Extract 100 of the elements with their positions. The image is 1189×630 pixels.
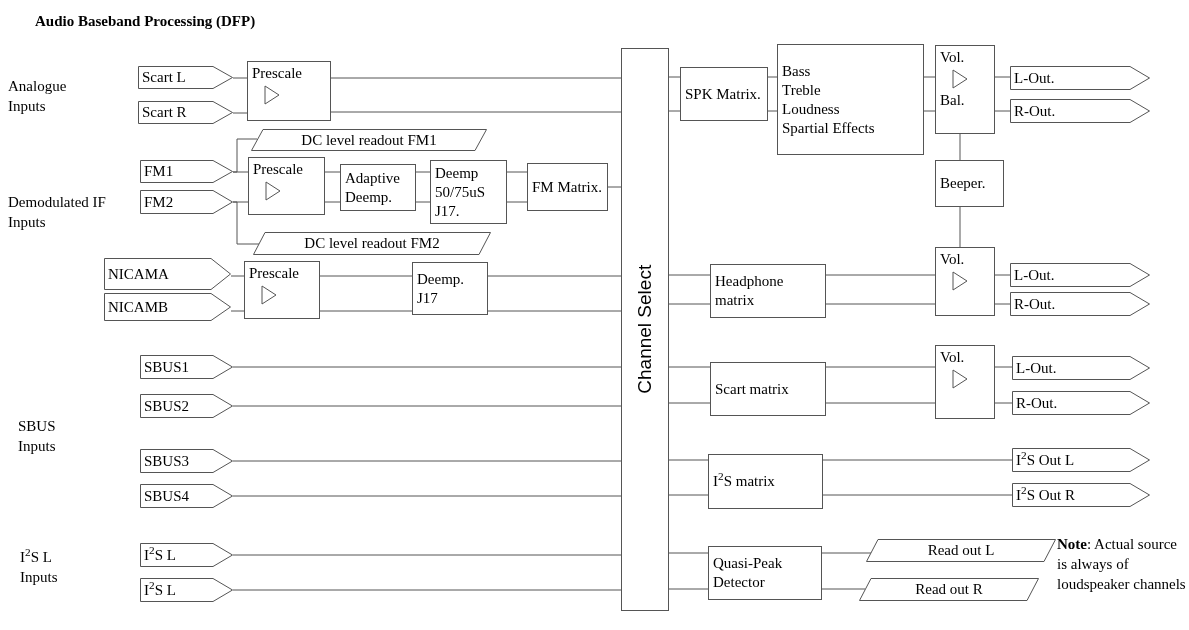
- signal-line: [607, 186, 622, 188]
- group-label: Demodulated IF Inputs: [8, 193, 107, 232]
- output-terminal: [1012, 483, 1150, 507]
- signal-line: [822, 459, 1013, 461]
- box-label: Vol.: [940, 348, 965, 367]
- box-label: Deemp. J17: [417, 269, 466, 308]
- input-terminal: [140, 190, 233, 214]
- input-terminal: [140, 578, 233, 602]
- diagram-title: Audio Baseband Processing (DFP): [35, 12, 256, 31]
- input-terminal: [140, 543, 233, 567]
- signal-line: [232, 138, 258, 173]
- process-box: [244, 261, 320, 319]
- output-terminal: [1010, 292, 1150, 316]
- readout-parallelogram: [866, 539, 1056, 562]
- terminal-label: SBUS3: [144, 451, 190, 471]
- terminal-label: L-Out.: [1014, 68, 1055, 88]
- terminal-label: L-Out.: [1014, 265, 1055, 285]
- group-label: SBUS Inputs: [18, 417, 57, 456]
- terminal-label: SBUS1: [144, 357, 190, 377]
- signal-line: [230, 310, 245, 312]
- box-label: Vol.: [940, 250, 965, 269]
- output-terminal: [1010, 66, 1150, 90]
- signal-line: [324, 201, 341, 203]
- group-label: Analogue Inputs: [8, 77, 68, 116]
- signal-line: [415, 171, 431, 173]
- signal-line: [821, 588, 866, 590]
- signal-line: [319, 310, 413, 312]
- process-box: [708, 454, 823, 509]
- signal-line: [668, 588, 709, 590]
- signal-line: [232, 405, 622, 407]
- signal-line: [994, 76, 1011, 78]
- process-box: [935, 45, 995, 134]
- signal-line: [232, 77, 248, 79]
- box-label: Vol.: [940, 48, 965, 67]
- process-box: [710, 362, 826, 416]
- process-box: [340, 164, 416, 211]
- signal-line: [324, 171, 341, 173]
- box-label: Headphone matrix: [715, 272, 785, 310]
- signal-line: [415, 201, 431, 203]
- process-box: [680, 67, 768, 121]
- signal-line: [230, 275, 245, 277]
- process-box: [430, 160, 507, 224]
- box-label: Quasi-Peak Detector: [713, 554, 784, 592]
- process-box: [527, 163, 608, 211]
- group-label: Note: Actual source is always of loudspeaker channels: [1057, 535, 1187, 594]
- signal-line: [767, 76, 778, 78]
- signal-line: [668, 76, 681, 78]
- box-label: Spartial Effects: [782, 118, 876, 138]
- terminal-label: I$^{2}$S L: [144, 543, 176, 565]
- box-label: Prescale: [253, 160, 303, 179]
- input-terminal: [138, 101, 233, 124]
- box-label: FM Matrix.: [532, 177, 603, 197]
- output-terminal: [1010, 263, 1150, 287]
- box-label: Prescale: [252, 64, 302, 83]
- terminal-label: Scart L: [142, 68, 186, 88]
- box-label: Deemp 50/75uS J17.: [435, 163, 486, 221]
- box-label: I$^{2}$S matrix: [713, 472, 776, 491]
- process-box: [935, 247, 995, 316]
- signal-line: [994, 366, 1013, 368]
- terminal-label: SBUS4: [144, 486, 190, 506]
- terminal-label: R-Out.: [1014, 101, 1056, 121]
- signal-line: [232, 201, 260, 245]
- output-terminal: [1012, 448, 1150, 472]
- signal-line: [232, 460, 622, 462]
- signal-line: [668, 552, 709, 554]
- signal-line: [668, 366, 711, 368]
- input-terminal: [138, 66, 233, 89]
- terminal-label: I$^{2}$S Out L: [1016, 448, 1075, 470]
- process-box: [708, 546, 822, 600]
- box-label: Prescale: [249, 264, 299, 283]
- input-terminal: [140, 449, 233, 473]
- signal-line: [330, 111, 622, 113]
- terminal-label: Scart R: [142, 103, 187, 123]
- process-box: [777, 44, 924, 155]
- signal-line: [767, 110, 778, 112]
- signal-line: [825, 274, 936, 276]
- terminal-label: SBUS2: [144, 396, 190, 416]
- terminal-label: FM2: [144, 192, 174, 212]
- signal-line: [994, 110, 1011, 112]
- signal-line: [232, 366, 622, 368]
- box-label: Treble: [782, 80, 822, 100]
- terminal-label: I$^{2}$S L: [144, 578, 176, 600]
- readout-parallelogram: [859, 578, 1039, 601]
- input-terminal: [104, 258, 231, 290]
- terminal-label: Read out R: [915, 580, 983, 600]
- signal-line: [232, 589, 622, 591]
- signal-line: [668, 459, 709, 461]
- terminal-label: L-Out.: [1016, 358, 1057, 378]
- terminal-label: Read out L: [927, 541, 995, 561]
- readout-parallelogram: [253, 232, 491, 255]
- terminal-label: DC level readout FM2: [304, 234, 440, 254]
- signal-line: [994, 402, 1013, 404]
- terminal-label: R-Out.: [1016, 393, 1058, 413]
- signal-line: [487, 310, 622, 312]
- box-label: Adaptive Deemp.: [345, 168, 401, 207]
- signal-line: [330, 77, 622, 79]
- box-label: Bass: [782, 61, 812, 81]
- process-box: [710, 264, 826, 318]
- input-terminal: [104, 293, 231, 321]
- terminal-label: FM1: [144, 162, 174, 182]
